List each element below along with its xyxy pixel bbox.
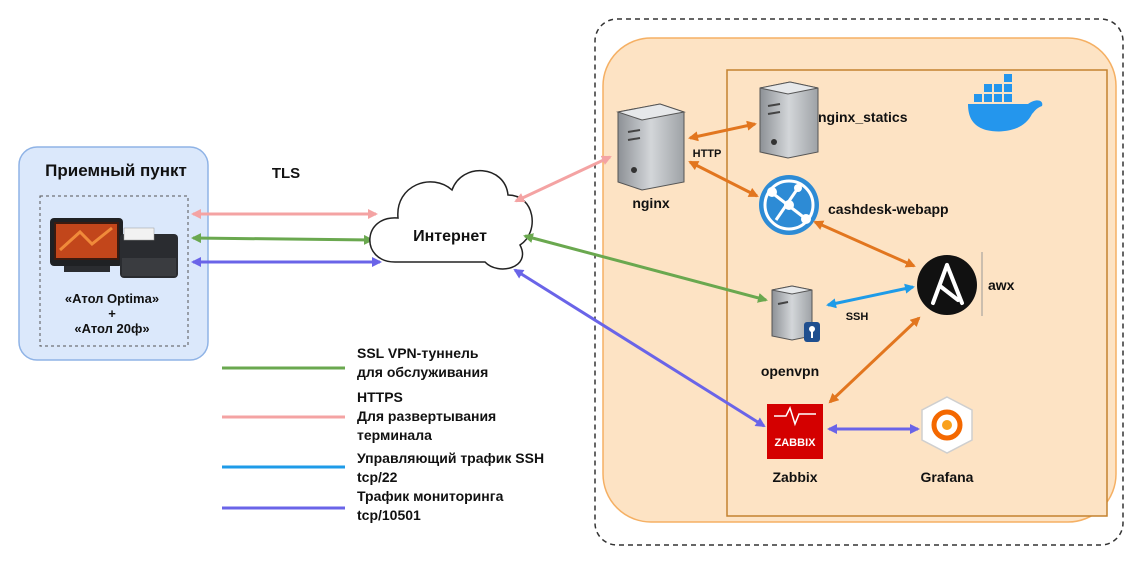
https-link-internet-nginx [514, 155, 612, 203]
zabbix-label: Zabbix [772, 469, 817, 485]
grafana-icon [921, 396, 973, 454]
openvpn-label: openvpn [761, 363, 819, 379]
nginx-statics-server-icon [759, 81, 819, 159]
cashdesk-webapp-label: cashdesk-webapp [828, 201, 949, 217]
device-group-box [39, 195, 189, 347]
key-icon [809, 326, 815, 338]
monitoring-link-internet-zabbix [513, 268, 766, 428]
legend-ssh-line1: Управляющий трафик SSH [357, 450, 544, 466]
device-label-plus: + [108, 306, 116, 321]
nginx-server-icon [616, 103, 686, 191]
receipt-printer-icon [120, 227, 178, 278]
device-label-line1: «Атол Optima» [65, 291, 159, 306]
legend-https-line2: Для развертывания [357, 408, 496, 424]
docker-icon [968, 74, 1043, 132]
cashdesk-webapp-icon [759, 175, 819, 235]
pos-terminal-icon [50, 218, 123, 272]
legend: SSL VPN-туннель для обслуживания HTTPS Д… [222, 345, 544, 523]
legend-vpn-line2: для обслуживания [357, 364, 488, 380]
internet-cloud [369, 169, 533, 270]
link-zabbix-awx [828, 316, 921, 404]
ssh-label: SSH [846, 311, 869, 323]
legend-https-line1: HTTPS [357, 389, 403, 405]
zabbix-logo-text: ZABBIX [775, 437, 817, 449]
legend-monitoring-line1: Трафик мониторинга [357, 488, 504, 504]
legend-vpn-line1: SSL VPN-туннель [357, 345, 479, 361]
http-link-nginx-cashdesk [688, 160, 759, 198]
legend-https-line3: терминала [357, 427, 432, 443]
internet-label: Интернет [413, 228, 487, 245]
legend-ssh-line2: tcp/22 [357, 469, 398, 485]
http-link-nginx-statics [688, 120, 757, 142]
tls-label: TLS [272, 165, 300, 182]
ssh-link-openvpn-awx [826, 283, 915, 309]
zabbix-pulse-icon [774, 406, 816, 427]
device-label-line2: «Атол 20ф» [74, 321, 149, 336]
zabbix-icon [767, 404, 823, 459]
awx-label: awx [988, 277, 1015, 293]
nginx-statics-label: nginx_statics [818, 109, 908, 125]
awx-icon [917, 255, 977, 315]
legend-monitoring-line2: tcp/10501 [357, 507, 421, 523]
vpn-link-pickup-internet [191, 233, 374, 245]
nginx-label: nginx [632, 195, 670, 211]
link-cashdesk-awx [813, 220, 916, 268]
pickup-point-title: Приемный пункт [45, 161, 187, 180]
grafana-label: Grafana [921, 469, 974, 485]
http-label: HTTP [693, 148, 722, 160]
